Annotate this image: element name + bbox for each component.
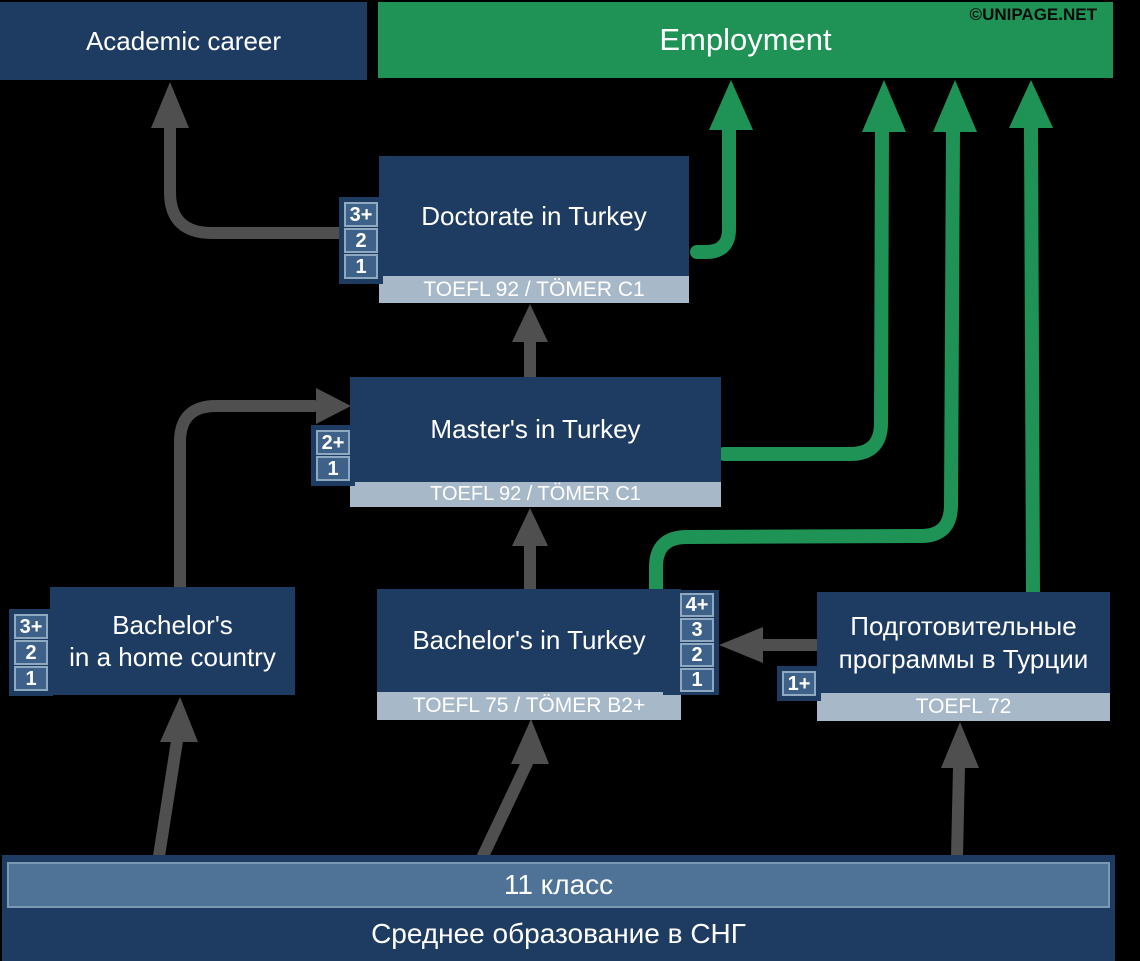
bachelor-home-title-line2: in a home country xyxy=(69,642,276,672)
bachelor-turkey-tag: 2 xyxy=(680,643,714,667)
arrow-masters-to-employment-line xyxy=(717,123,889,461)
bachelor-home-tag: 3+ xyxy=(14,614,48,639)
bachelor-home-title-line1: Bachelor's xyxy=(112,609,233,640)
bachelor-turkey-box: Bachelor's in Turkey TOEFL 75 / TÖMER B2… xyxy=(377,589,681,720)
prep-title-line2: программы в Турции xyxy=(838,643,1089,674)
bachelor-turkey-title: Bachelor's in Turkey xyxy=(412,625,646,656)
bachelor-home-box: Bachelor's in a home country xyxy=(50,587,295,695)
doctorate-requirement-bar: TOEFL 92 / TÖMER C1 xyxy=(379,276,689,303)
bachelor-turkey-requirement-bar: TOEFL 75 / TÖMER B2+ xyxy=(377,692,681,720)
arrow-doctorate-to-academic-line xyxy=(164,122,348,239)
employment-box: Employment ©UNIPAGE.NET xyxy=(378,2,1113,78)
arrow-bachelor-home-to-masters-head xyxy=(316,388,351,424)
masters-box: Master's in Turkey TOEFL 92 / TÖMER C1 xyxy=(350,377,721,507)
doctorate-tags: 3+ 2 1 xyxy=(339,197,383,284)
bachelor-home-tag: 2 xyxy=(14,640,48,665)
arrow-grade11-to-bachelor-home-line xyxy=(153,735,183,862)
arrow-grade11-to-prep-line xyxy=(951,761,965,862)
academic-career-label: Academic career xyxy=(85,25,282,56)
arrow-doctorate-to-academic-head xyxy=(151,82,189,128)
doctorate-tag: 2 xyxy=(344,228,378,253)
arrow-masters-to-doctorate-head xyxy=(512,304,548,342)
prep-programs-box: Подготовительные программы в Турции TOEF… xyxy=(817,592,1110,721)
grade11-bar: 11 класс xyxy=(7,862,1110,908)
arrow-prep-to-bachelor-turkey-head xyxy=(719,627,763,663)
bachelor-turkey-tag: 3 xyxy=(680,618,714,642)
prep-tags: 1+ xyxy=(777,666,821,701)
arrow-doctorate-to-employment-head xyxy=(709,80,753,130)
arrow-grade11-to-bachelor-turkey-line xyxy=(477,757,533,862)
arrow-bachelor-turkey-to-employment-line xyxy=(649,123,960,595)
masters-tag: 2+ xyxy=(316,430,350,455)
arrow-grade11-to-prep-head xyxy=(941,722,979,768)
arrow-prep-to-employment-line xyxy=(1024,121,1040,599)
doctorate-tag: 3+ xyxy=(344,202,378,227)
arrow-grade11-to-bachelor-home-head xyxy=(160,697,198,742)
secondary-education-box: 11 класс Среднее образование в СНГ xyxy=(2,855,1115,961)
arrow-grade11-to-bachelor-turkey-head xyxy=(511,719,549,764)
prep-title-line1: Подготовительные xyxy=(850,611,1077,641)
bachelor-home-tags: 3+ 2 1 xyxy=(9,609,53,696)
arrow-bachelor-home-to-masters-line xyxy=(174,400,320,594)
doctorate-tag: 1 xyxy=(344,254,378,279)
arrow-bachelor-turkey-to-masters-head xyxy=(512,508,548,546)
masters-requirement-bar: TOEFL 92 / TÖMER C1 xyxy=(350,482,721,507)
grade11-label: 11 класс xyxy=(503,869,614,900)
prep-tag: 1+ xyxy=(782,671,816,696)
doctorate-box: Doctorate in Turkey TOEFL 92 / TÖMER C1 xyxy=(379,156,689,303)
academic-career-box: Academic career xyxy=(0,2,367,80)
masters-tags: 2+ 1 xyxy=(311,425,355,486)
secondary-education-label: Среднее образование в СНГ xyxy=(2,912,1115,956)
arrow-masters-to-employment-head xyxy=(862,80,906,132)
arrow-doctorate-to-employment-line xyxy=(690,121,736,259)
watermark: ©UNIPAGE.NET xyxy=(969,5,1097,24)
employment-label: Employment xyxy=(659,22,832,57)
secondary-education-text: Среднее образование в СНГ xyxy=(371,918,746,949)
bachelor-home-tag: 1 xyxy=(14,666,48,691)
doctorate-title: Doctorate in Turkey xyxy=(421,200,647,231)
prep-title: Подготовительные программы в Турции xyxy=(817,592,1110,693)
prep-requirement-bar: TOEFL 72 xyxy=(817,693,1110,721)
arrow-prep-to-employment-head xyxy=(1009,80,1053,128)
bachelor-turkey-tag: 4+ xyxy=(680,593,714,617)
masters-title: Master's in Turkey xyxy=(430,414,641,445)
bachelor-home-title: Bachelor's in a home country xyxy=(50,587,295,695)
bachelor-turkey-tags: 4+ 3 2 1 xyxy=(663,590,719,695)
bachelor-turkey-tag: 1 xyxy=(680,668,714,692)
masters-tag: 1 xyxy=(316,456,350,481)
arrow-bachelor-turkey-to-employment-head xyxy=(933,80,977,132)
